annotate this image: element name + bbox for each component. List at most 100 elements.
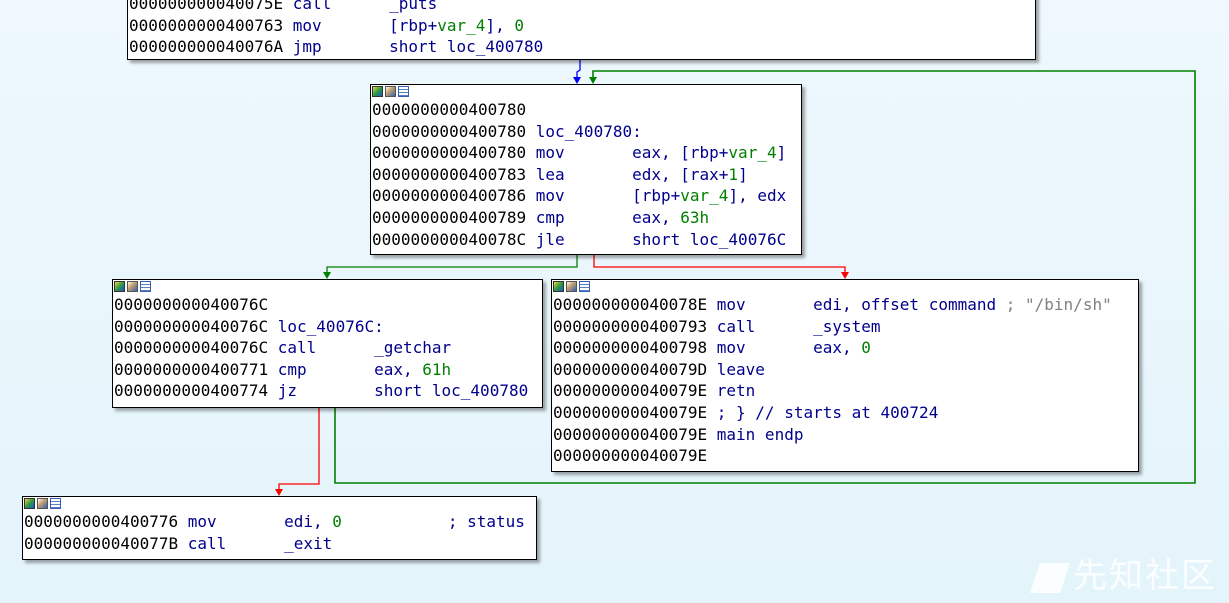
line-operand: short loc_400780 <box>374 381 529 401</box>
edge-40076C-to-exit <box>278 408 320 494</box>
line-operand: [rbp+ <box>632 186 681 206</box>
graph-overview-icon[interactable] <box>24 498 35 509</box>
code-line[interactable]: 000000000040077B call_exit <box>23 533 536 555</box>
line-operand[interactable]: var_4 <box>728 143 777 163</box>
line-operand[interactable]: _exit <box>284 533 333 553</box>
code-line[interactable]: 000000000040076C loc_40076C: <box>113 316 542 338</box>
line-operand[interactable]: _puts <box>389 0 438 13</box>
code-line[interactable]: 0000000000400786 mov[rbp+var_4], edx <box>371 185 801 207</box>
line-operand: ], <box>485 15 515 35</box>
line-mnemonic: loc_40076C: <box>277 316 384 336</box>
edge-400780-to-40076C <box>326 255 578 277</box>
line-operand: eax, <box>374 359 423 379</box>
line-operand: eax, [rbp+ <box>632 143 729 163</box>
line-address: 0000000000400783 <box>372 164 527 184</box>
code-line[interactable]: 000000000040079E retn <box>552 380 1138 402</box>
edit-block-icon[interactable] <box>385 86 396 97</box>
line-mnemonic: mov <box>535 186 565 206</box>
block-titlebar[interactable] <box>23 497 536 511</box>
code-line[interactable]: 000000000040076C call_getchar <box>113 337 542 359</box>
code-line[interactable]: 000000000040079E <box>552 445 1138 467</box>
line-operand: 61h <box>422 359 452 379</box>
line-operand[interactable]: _getchar <box>374 338 452 358</box>
code-line[interactable]: 000000000040079D leave <box>552 359 1138 381</box>
line-operand[interactable]: _system <box>813 316 881 336</box>
edge-400780-to-system <box>593 255 846 277</box>
code-line[interactable]: 0000000000400793 call _system <box>552 316 1138 338</box>
line-operand: edx, [rax+ <box>632 164 729 184</box>
line-mnemonic: jle <box>535 229 565 249</box>
block-titlebar[interactable] <box>552 280 1138 294</box>
edit-block-icon[interactable] <box>127 281 138 292</box>
line-operand[interactable]: var_4 <box>437 15 486 35</box>
graph-overview-icon[interactable] <box>553 281 564 292</box>
edit-block-icon[interactable] <box>566 281 577 292</box>
watermark-text: 先知社区 <box>1073 556 1217 596</box>
line-mnemonic: mov <box>716 295 746 314</box>
line-address: 0000000000400780 <box>372 121 527 141</box>
line-operand: [rbp+ <box>389 15 438 35</box>
code-block-loc-400780[interactable]: 0000000000400780 0000000000400780 loc_40… <box>370 84 802 255</box>
code-line[interactable]: 000000000040076C <box>113 294 542 316</box>
block-titlebar[interactable] <box>113 280 542 294</box>
line-mnemonic: loc_400780: <box>535 121 642 141</box>
listing-view-icon[interactable] <box>140 281 151 292</box>
line-mnemonic: lea <box>535 164 565 184</box>
line-address: 000000000040079E <box>553 424 708 444</box>
line-operand: short loc_40076C <box>632 229 787 249</box>
line-address: 000000000040079E <box>553 381 708 401</box>
watermark: 先知社区 <box>1030 548 1217 597</box>
line-address: 000000000040076C <box>114 295 269 314</box>
line-operand[interactable]: var_4 <box>680 186 729 206</box>
block-titlebar[interactable] <box>371 85 801 99</box>
code-line[interactable]: 000000000040079E ; } // starts at 400724 <box>552 402 1138 424</box>
edit-block-icon[interactable] <box>37 498 48 509</box>
line-address: 0000000000400780 <box>372 143 527 163</box>
line-address: 0000000000400763 <box>129 15 284 35</box>
listing-view-icon[interactable] <box>579 281 590 292</box>
edge-arrow-blue <box>573 77 581 84</box>
code-line[interactable]: 0000000000400763 mov[rbp+var_4], 0 <box>128 15 1035 37</box>
line-address: 000000000040079E <box>553 446 708 466</box>
code-line[interactable]: 000000000040078C jle short loc_40076C <box>371 229 801 251</box>
graph-overview-icon[interactable] <box>372 86 383 97</box>
line-operand: ; status <box>341 512 525 531</box>
code-line[interactable]: 0000000000400780 <box>371 99 801 121</box>
line-operand: 0 <box>332 512 342 531</box>
line-address: 0000000000400798 <box>553 338 708 358</box>
line-mnemonic: retn <box>716 381 756 401</box>
line-mnemonic: call <box>716 316 756 336</box>
line-mnemonic: call <box>292 0 332 13</box>
code-line[interactable]: 000000000040079E main endp <box>552 424 1138 446</box>
line-mnemonic: cmp <box>535 207 565 227</box>
edge-arrow-red-2 <box>275 489 283 496</box>
line-mnemonic: mov <box>187 512 217 531</box>
line-address: 0000000000400774 <box>114 381 269 401</box>
listing-view-icon[interactable] <box>50 498 61 509</box>
code-block-loc-40076c[interactable]: 000000000040076C 000000000040076C loc_40… <box>112 279 543 408</box>
line-operand: 0 <box>514 15 524 35</box>
line-address: 0000000000400793 <box>553 316 708 336</box>
line-operand: ] <box>738 164 748 184</box>
listing-view-icon[interactable] <box>398 86 409 97</box>
graph-overview-icon[interactable] <box>114 281 125 292</box>
line-address: 000000000040078C <box>372 229 527 249</box>
line-operand: ], edx <box>728 186 787 206</box>
line-mnemonic: jmp <box>292 37 322 57</box>
code-line[interactable]: 000000000040075E call_puts <box>128 0 1035 15</box>
code-line[interactable]: 0000000000400780 loc_400780: <box>371 121 801 143</box>
